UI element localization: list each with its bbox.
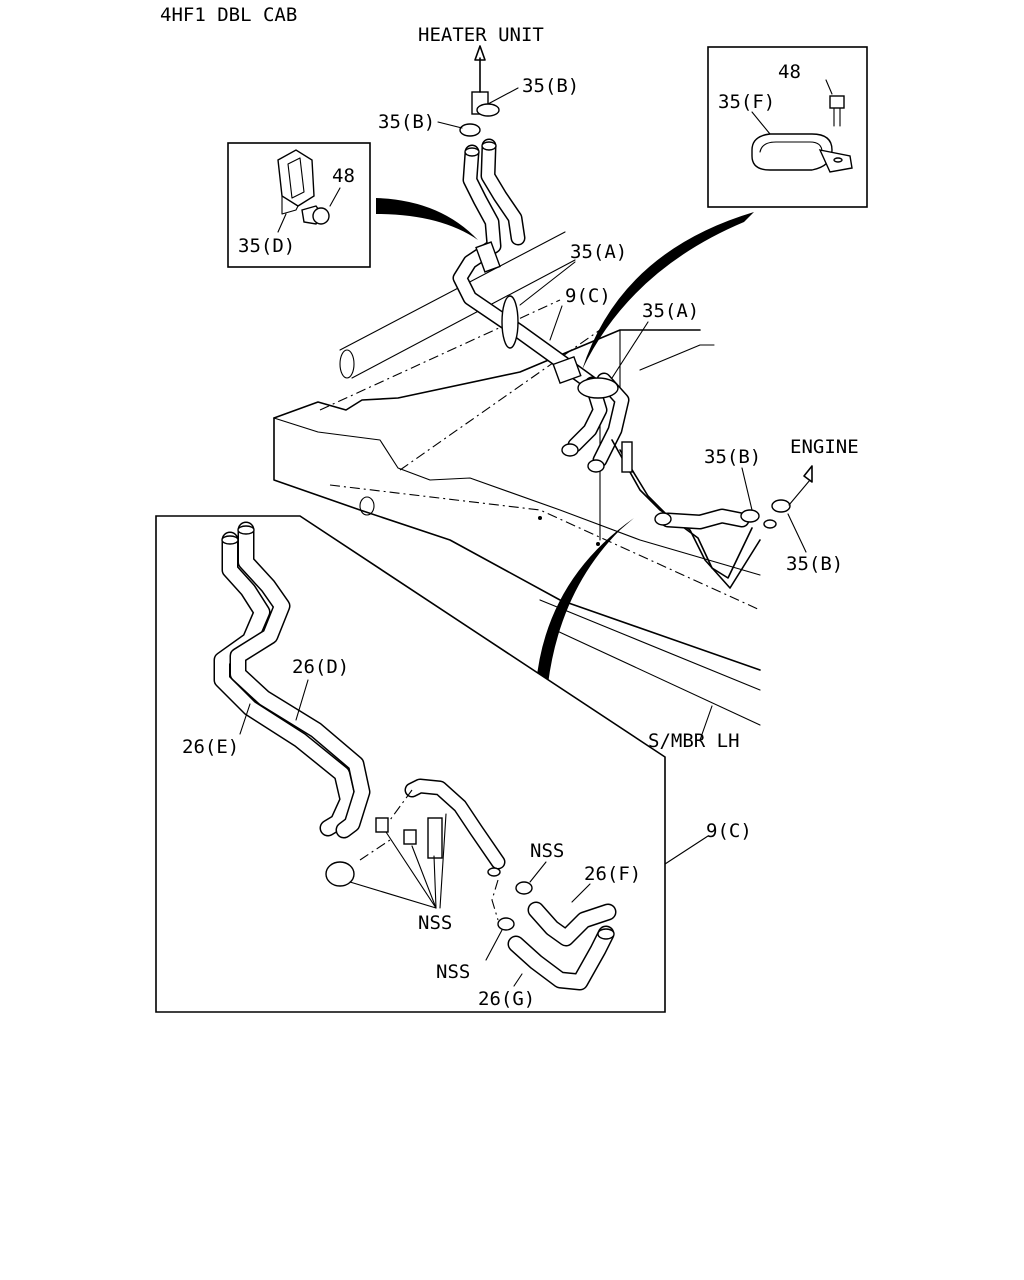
bolt-48-inset-f bbox=[829, 95, 845, 109]
callout-9c-main: 9(C) bbox=[565, 285, 611, 307]
clip-35d-part bbox=[277, 149, 315, 207]
nss-bracket bbox=[427, 817, 443, 859]
inset-d-clip-label: 35(D) bbox=[238, 235, 295, 257]
nss-clip-b bbox=[403, 829, 417, 845]
heater-unit-label: HEATER UNIT bbox=[418, 24, 544, 46]
nss-clip-upper bbox=[515, 881, 533, 895]
detail-panel: 26(D) 26(E) 9(C) NSS 26(F) NSS NSS 26(G) bbox=[155, 515, 752, 1013]
detail-26e-label: 26(E) bbox=[182, 736, 239, 758]
pointer-arrow-detail bbox=[536, 518, 634, 684]
clip-35f-part bbox=[751, 133, 833, 171]
inset-f-bolt-label: 48 bbox=[778, 61, 801, 83]
diagram-title: 4HF1 DBL CAB bbox=[160, 4, 297, 26]
detail-leaders bbox=[239, 679, 709, 987]
heater-pipe-assembly bbox=[452, 138, 761, 589]
clip-35b-engine-lower bbox=[771, 499, 791, 513]
detail-26d-label: 26(D) bbox=[292, 656, 349, 678]
clip-35f-installed bbox=[552, 355, 582, 385]
callout-35b-top-right: 35(B) bbox=[522, 75, 579, 97]
engine-label: ENGINE bbox=[790, 436, 859, 458]
callout-35b-engine-upper: 35(B) bbox=[704, 446, 761, 468]
inset-clip-35d: 48 35(D) bbox=[227, 142, 371, 268]
clip-35a-upper-installed bbox=[501, 295, 519, 349]
clip-35b-top-right bbox=[476, 103, 500, 117]
detail-pipe-9c bbox=[325, 778, 533, 931]
hose-end-cap bbox=[325, 861, 355, 887]
pipe-bracket bbox=[621, 441, 633, 473]
clip-35b-top-left bbox=[459, 123, 481, 137]
detail-nss-upper-label: NSS bbox=[530, 840, 564, 862]
inset-d-bolt-label: 48 bbox=[332, 165, 355, 187]
inset-f-clip-label: 35(F) bbox=[718, 91, 775, 113]
pointer-arrow-inset-d bbox=[376, 198, 478, 240]
detail-hoses bbox=[213, 521, 371, 839]
engine-hose-end bbox=[763, 519, 777, 529]
clip-lower-right bbox=[587, 459, 605, 473]
clip-35a-lower-installed bbox=[577, 377, 619, 399]
clip-lower-left bbox=[561, 443, 579, 457]
detail-26g-label: 26(G) bbox=[478, 988, 535, 1010]
detail-nss-cluster-label: NSS bbox=[418, 912, 452, 934]
frame-label: S/MBR LH bbox=[648, 730, 740, 752]
clip-35d-installed bbox=[475, 241, 501, 273]
main-clips bbox=[459, 91, 791, 529]
main-leaders bbox=[437, 45, 813, 741]
inset-clip-35f: 48 35(F) bbox=[707, 46, 868, 208]
nss-clip-a bbox=[375, 817, 389, 833]
clip-35b-engine-upper bbox=[740, 509, 760, 523]
callout-35a-lower: 35(A) bbox=[642, 300, 699, 322]
callout-35b-top-left: 35(B) bbox=[378, 111, 435, 133]
detail-nss-lower-label: NSS bbox=[436, 961, 470, 983]
main-assembly-view: HEATER UNIT 35(B) 35(B) 35(A) 9(C) 35(A)… bbox=[273, 24, 859, 752]
callout-35a-upper: 35(A) bbox=[570, 241, 627, 263]
detail-26f-label: 26(F) bbox=[584, 863, 641, 885]
callout-35b-engine-lower: 35(B) bbox=[786, 553, 843, 575]
detail-hoses-fg bbox=[507, 901, 617, 991]
detail-9c-label: 9(C) bbox=[706, 820, 752, 842]
pipe-clip-mid bbox=[654, 512, 672, 526]
nss-clip-lower bbox=[497, 917, 515, 931]
